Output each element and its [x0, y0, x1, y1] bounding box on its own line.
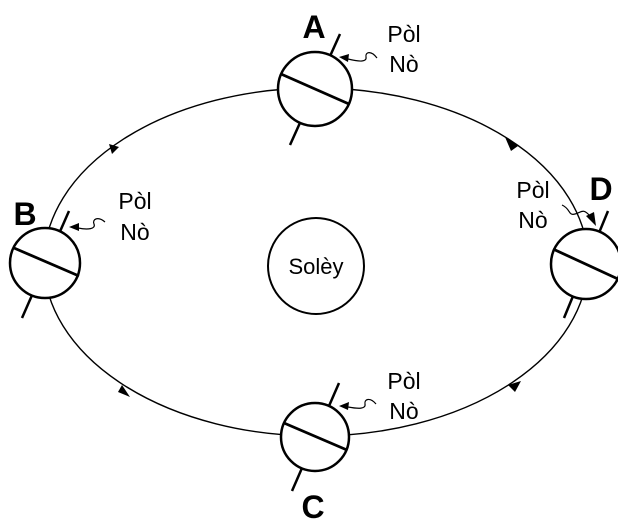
planet-a-equator: [280, 72, 350, 106]
planet-d: D Pòl Nò: [516, 171, 618, 319]
planet-b-pointer-arrow: [69, 223, 79, 231]
position-a-letter: A: [302, 9, 325, 45]
position-d-letter: D: [589, 171, 612, 207]
planet-b-pole-line2: Nò: [120, 219, 149, 245]
orbit-arrow-bottom-right: [508, 381, 521, 392]
planet-b-pointer-squiggle: [77, 218, 106, 230]
planet-d-pointer-squiggle: [561, 204, 591, 217]
sun-label: Solèy: [288, 254, 343, 279]
planet-a-pointer-arrow: [339, 54, 349, 62]
sun-circle: [267, 217, 365, 315]
planet-b-equator: [13, 246, 80, 278]
sun: Solèy: [267, 217, 365, 315]
planet-c-equator: [283, 421, 348, 452]
planet-d-equator: [552, 247, 618, 281]
planet-d-pointer-arrow: [586, 212, 596, 226]
planet-d-pole-line2: Nò: [518, 207, 547, 233]
planet-a-pole-line1: Pòl: [387, 21, 420, 47]
planet-a: A Pòl Nò: [276, 9, 421, 146]
orbit-arrow-bottom-left: [118, 385, 130, 397]
planet-a-pole-line2: Nò: [389, 51, 418, 77]
planet-c-pointer-arrow: [339, 402, 349, 410]
planet-b-pole-line1: Pòl: [118, 188, 151, 214]
planet-b-body: [8, 226, 82, 300]
planet-c-pointer-squiggle: [347, 398, 377, 409]
planet-c-pole-line1: Pòl: [387, 368, 420, 394]
planet-c: C Pòl Nò: [279, 368, 421, 522]
planet-d-pole-line1: Pòl: [516, 177, 549, 203]
orbit-arrow-top-right: [505, 137, 518, 151]
position-b-letter: B: [13, 196, 36, 232]
planet-a-pointer-squiggle: [347, 52, 378, 62]
orbit-arrow-top-left: [109, 144, 119, 154]
planet-b: B Pòl Nò: [8, 188, 152, 319]
position-c-letter: C: [301, 489, 324, 522]
planet-c-pole-line2: Nò: [389, 398, 418, 424]
